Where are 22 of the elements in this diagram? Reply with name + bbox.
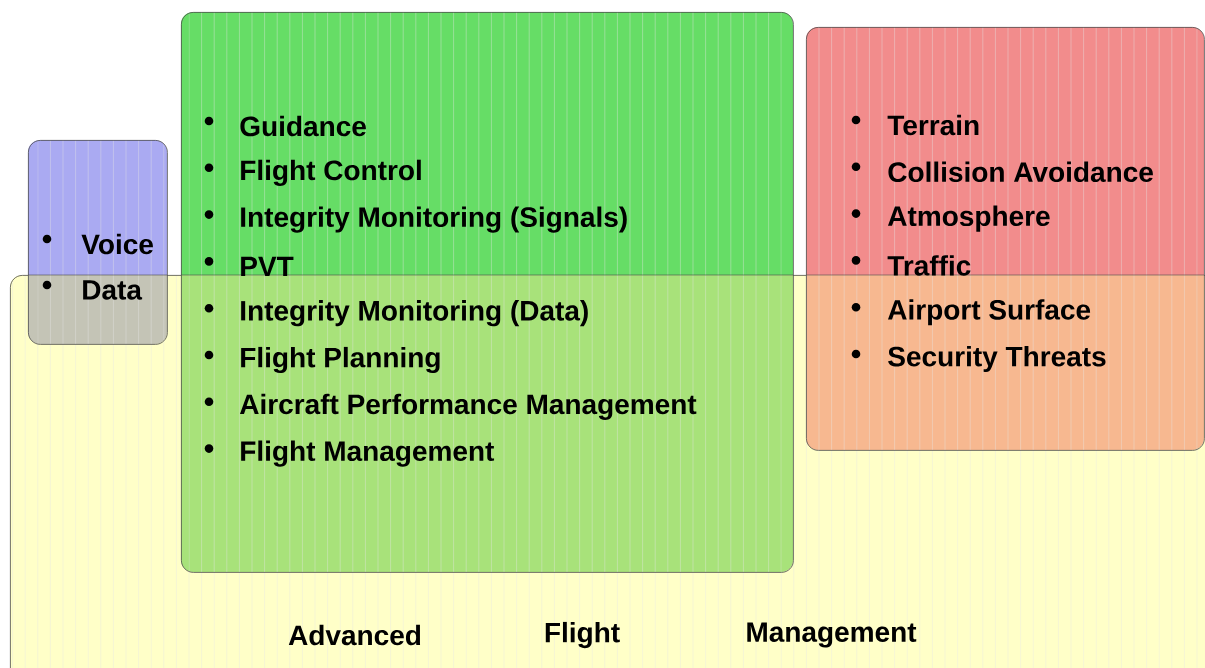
list-item: Traffic (887, 255, 971, 276)
list-item: Integrity Monitoring (Data) (241, 300, 588, 327)
list-item: Collision Avoidance (888, 161, 1153, 183)
list-item: Flight Planning (241, 346, 440, 374)
hazard-panel (806, 27, 1205, 451)
title-word: Advanced (288, 624, 421, 646)
list-item: Flight Control (241, 159, 421, 186)
list-item: Voice (81, 233, 153, 255)
list-item: Aircraft Performance Management (239, 393, 697, 420)
list-item: Guidance (240, 115, 366, 137)
title-word: Flight (545, 621, 620, 649)
list-item: Flight Management (241, 440, 495, 467)
list-item: Integrity Monitoring (Signals) (241, 206, 627, 233)
list-item: Airport Surface (887, 299, 1091, 326)
communication-panel (28, 140, 168, 345)
list-item: Data (83, 280, 143, 300)
list-item: Atmosphere (887, 205, 1050, 232)
list-item: Terrain (887, 114, 979, 136)
function-panel (181, 12, 794, 573)
title-word: Management (747, 622, 917, 648)
list-item: Security Threats (888, 345, 1106, 373)
list-item: PVT (241, 256, 294, 277)
